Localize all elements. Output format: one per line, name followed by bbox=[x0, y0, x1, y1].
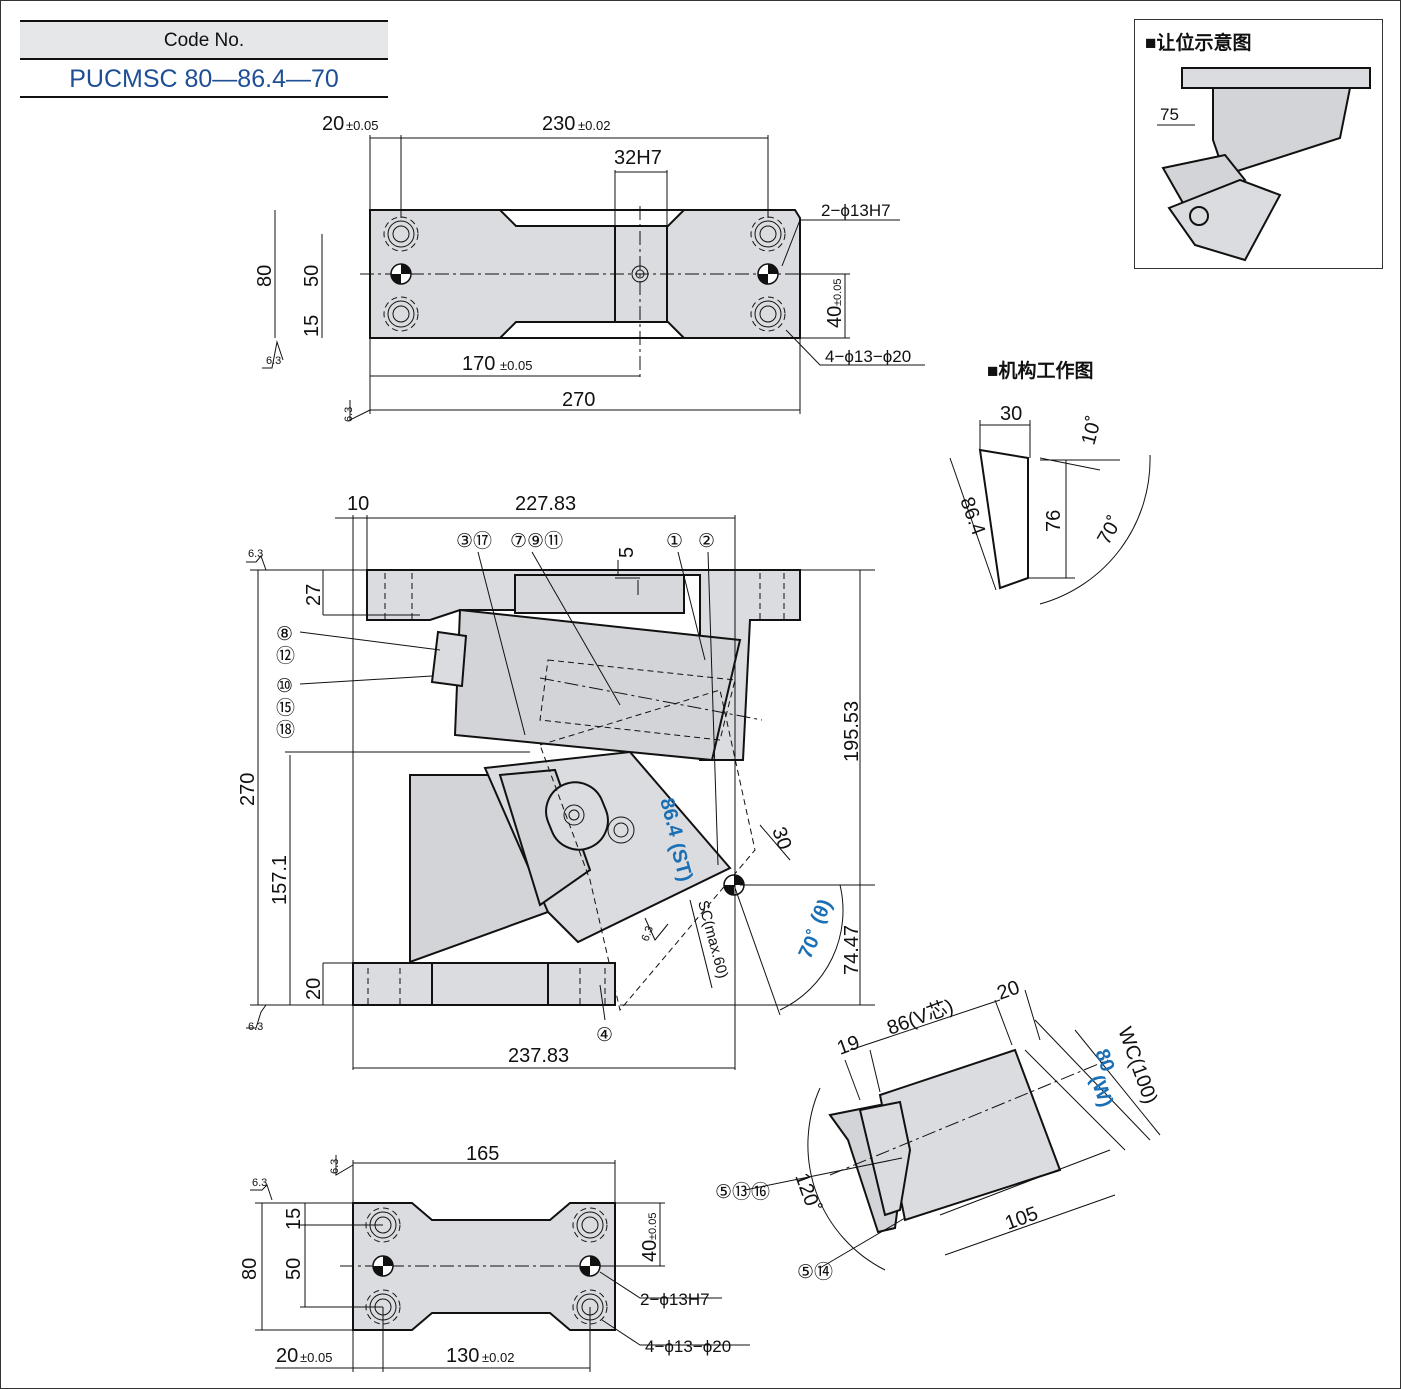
relief-cam bbox=[1167, 178, 1282, 262]
top-hole-note-2: 4−ϕ13−ϕ20 bbox=[825, 347, 911, 366]
relief-cam-pin bbox=[1189, 206, 1209, 226]
code-header: Code No. bbox=[20, 22, 388, 60]
front-dim-19553: 195.53 bbox=[841, 701, 863, 762]
top-hole-note-1: 2−ϕ13H7 bbox=[821, 201, 891, 220]
front-dim-5: 5 bbox=[616, 547, 638, 558]
cam-dim-19: 19 bbox=[834, 1031, 862, 1059]
cam-dim-86: 86(V芯) bbox=[884, 995, 957, 1040]
top-dim-40: 40 bbox=[824, 306, 846, 328]
bottom-roughness-2: 6.3 bbox=[329, 1159, 341, 1174]
front-dim-7447: 74.47 bbox=[841, 925, 863, 975]
front-dim-270: 270 bbox=[237, 773, 259, 806]
bottom-plate: 165 15 80 50 40 ±0.05 20 ±0.05 130 ±0.02… bbox=[239, 1143, 750, 1372]
mech-dim-30: 30 bbox=[1000, 403, 1022, 425]
front-roughness-top: 6.3 bbox=[248, 548, 263, 560]
cam-angle-120: 120˚ bbox=[790, 1170, 824, 1215]
top-holes bbox=[383, 216, 786, 332]
front-dim-22783: 227.83 bbox=[515, 493, 576, 515]
mechanism-title: ■机构工作图 bbox=[987, 361, 1094, 382]
top-dim-32h7: 32H7 bbox=[614, 147, 662, 169]
relief-diagram: ■让位示意图 75 bbox=[1134, 19, 1383, 269]
relief-dim-75: 75 bbox=[1160, 105, 1179, 124]
top-dim-80: 80 bbox=[254, 265, 276, 287]
bottom-tol-20: ±0.05 bbox=[300, 1350, 332, 1365]
cam-wc: WC(100) bbox=[1113, 1024, 1161, 1107]
relief-title: ■让位示意图 bbox=[1145, 33, 1252, 54]
bottom-dim-80: 80 bbox=[239, 1258, 261, 1280]
bottom-dim-15: 15 bbox=[283, 1208, 305, 1230]
front-roughness-cam: 6.3 bbox=[640, 925, 657, 943]
mech-dim-70: 70˚ bbox=[1093, 512, 1127, 548]
callout-4: ④ bbox=[596, 1025, 613, 1046]
bottom-tol-40: ±0.05 bbox=[647, 1213, 659, 1240]
top-tol-170: ±0.05 bbox=[500, 358, 532, 373]
front-dim-27: 27 bbox=[303, 584, 325, 606]
top-dim-15: 15 bbox=[301, 315, 323, 337]
top-roughness-1: 6.3 bbox=[266, 355, 281, 367]
cam-w80: 80 bbox=[1090, 1046, 1118, 1074]
top-tol-40: ±0.05 bbox=[832, 279, 844, 306]
bottom-dim-130: 130 bbox=[446, 1345, 479, 1367]
callout-12: ⑫ bbox=[276, 645, 295, 667]
front-dim-30: 30 bbox=[767, 824, 795, 852]
mech-dim-864: 86.4 bbox=[955, 494, 989, 538]
bottom-hole-note-2: 4−ϕ13−ϕ20 bbox=[645, 1337, 731, 1356]
front-angle-sym: (θ) bbox=[807, 896, 837, 927]
top-dim-270: 270 bbox=[562, 389, 595, 411]
callout-7-9-11: ⑦⑨⑪ bbox=[510, 530, 563, 552]
top-tol-20: ±0.05 bbox=[346, 118, 378, 133]
bottom-dim-165: 165 bbox=[466, 1143, 499, 1165]
front-angle: 70˚ bbox=[794, 926, 827, 962]
mech-dim-76: 76 bbox=[1043, 510, 1065, 532]
top-roughness-2: 6.3 bbox=[343, 407, 355, 422]
cam-dim-105: 105 bbox=[1002, 1203, 1041, 1235]
top-plate: 20 ±0.05 230 ±0.02 32H7 80 50 15 170 ±0.… bbox=[254, 113, 925, 422]
front-roughness-bottom: 6.3 bbox=[248, 1021, 263, 1033]
top-dim-230: 230 bbox=[542, 113, 575, 135]
front-dim-1571: 157.1 bbox=[269, 855, 291, 905]
callout-10: ⑩ bbox=[276, 676, 293, 697]
front-stopper bbox=[430, 630, 468, 688]
cam-detail-view: 19 86(V芯) 20 WC(100) 80 (W) 105 120˚ ⑤⑬⑯… bbox=[715, 976, 1161, 1283]
code-number-box: Code No. PUCMSC 80—86.4—70 bbox=[20, 20, 388, 98]
callout-5-14: ⑤⑭ bbox=[797, 1261, 833, 1283]
callout-6-13-16: ⑤⑬⑯ bbox=[715, 1181, 770, 1203]
front-dim-10: 10 bbox=[347, 493, 369, 515]
mechanism-diagram: 30 10˚ 86.4 76 70˚ bbox=[949, 403, 1151, 605]
top-dim-20: 20 bbox=[322, 113, 344, 135]
top-dim-170: 170 bbox=[462, 353, 495, 375]
relief-drawing: 75 bbox=[1157, 67, 1371, 262]
top-dim-50: 50 bbox=[301, 265, 323, 287]
mech-dim-10: 10˚ bbox=[1078, 414, 1107, 448]
callout-3-17: ③⑰ bbox=[456, 530, 492, 552]
callout-15: ⑮ bbox=[276, 697, 295, 719]
bottom-dim-20: 20 bbox=[276, 1345, 298, 1367]
code-value: PUCMSC 80—86.4—70 bbox=[69, 65, 339, 93]
relief-upper-slide bbox=[1212, 87, 1352, 177]
bottom-roughness-1: 6.3 bbox=[252, 1177, 267, 1189]
callout-2: ② bbox=[698, 531, 715, 552]
callout-8: ⑧ bbox=[276, 624, 293, 645]
front-dim-23783: 237.83 bbox=[508, 1045, 569, 1067]
front-view: 10 227.83 5 27 270 157.1 20 195.53 74.47… bbox=[237, 493, 875, 1070]
callout-1: ① bbox=[666, 531, 683, 552]
front-dim-20: 20 bbox=[303, 978, 325, 1000]
bottom-dim-40: 40 bbox=[639, 1240, 661, 1262]
callout-18: ⑱ bbox=[276, 719, 295, 741]
bottom-dim-50: 50 bbox=[283, 1258, 305, 1280]
bottom-tol-130: ±0.02 bbox=[482, 1350, 514, 1365]
top-tol-230: ±0.02 bbox=[578, 118, 610, 133]
cam-w-unit: (W) bbox=[1085, 1072, 1117, 1110]
bottom-hole-note-1: 2−ϕ13H7 bbox=[640, 1290, 710, 1309]
relief-lower-block bbox=[1161, 153, 1247, 212]
